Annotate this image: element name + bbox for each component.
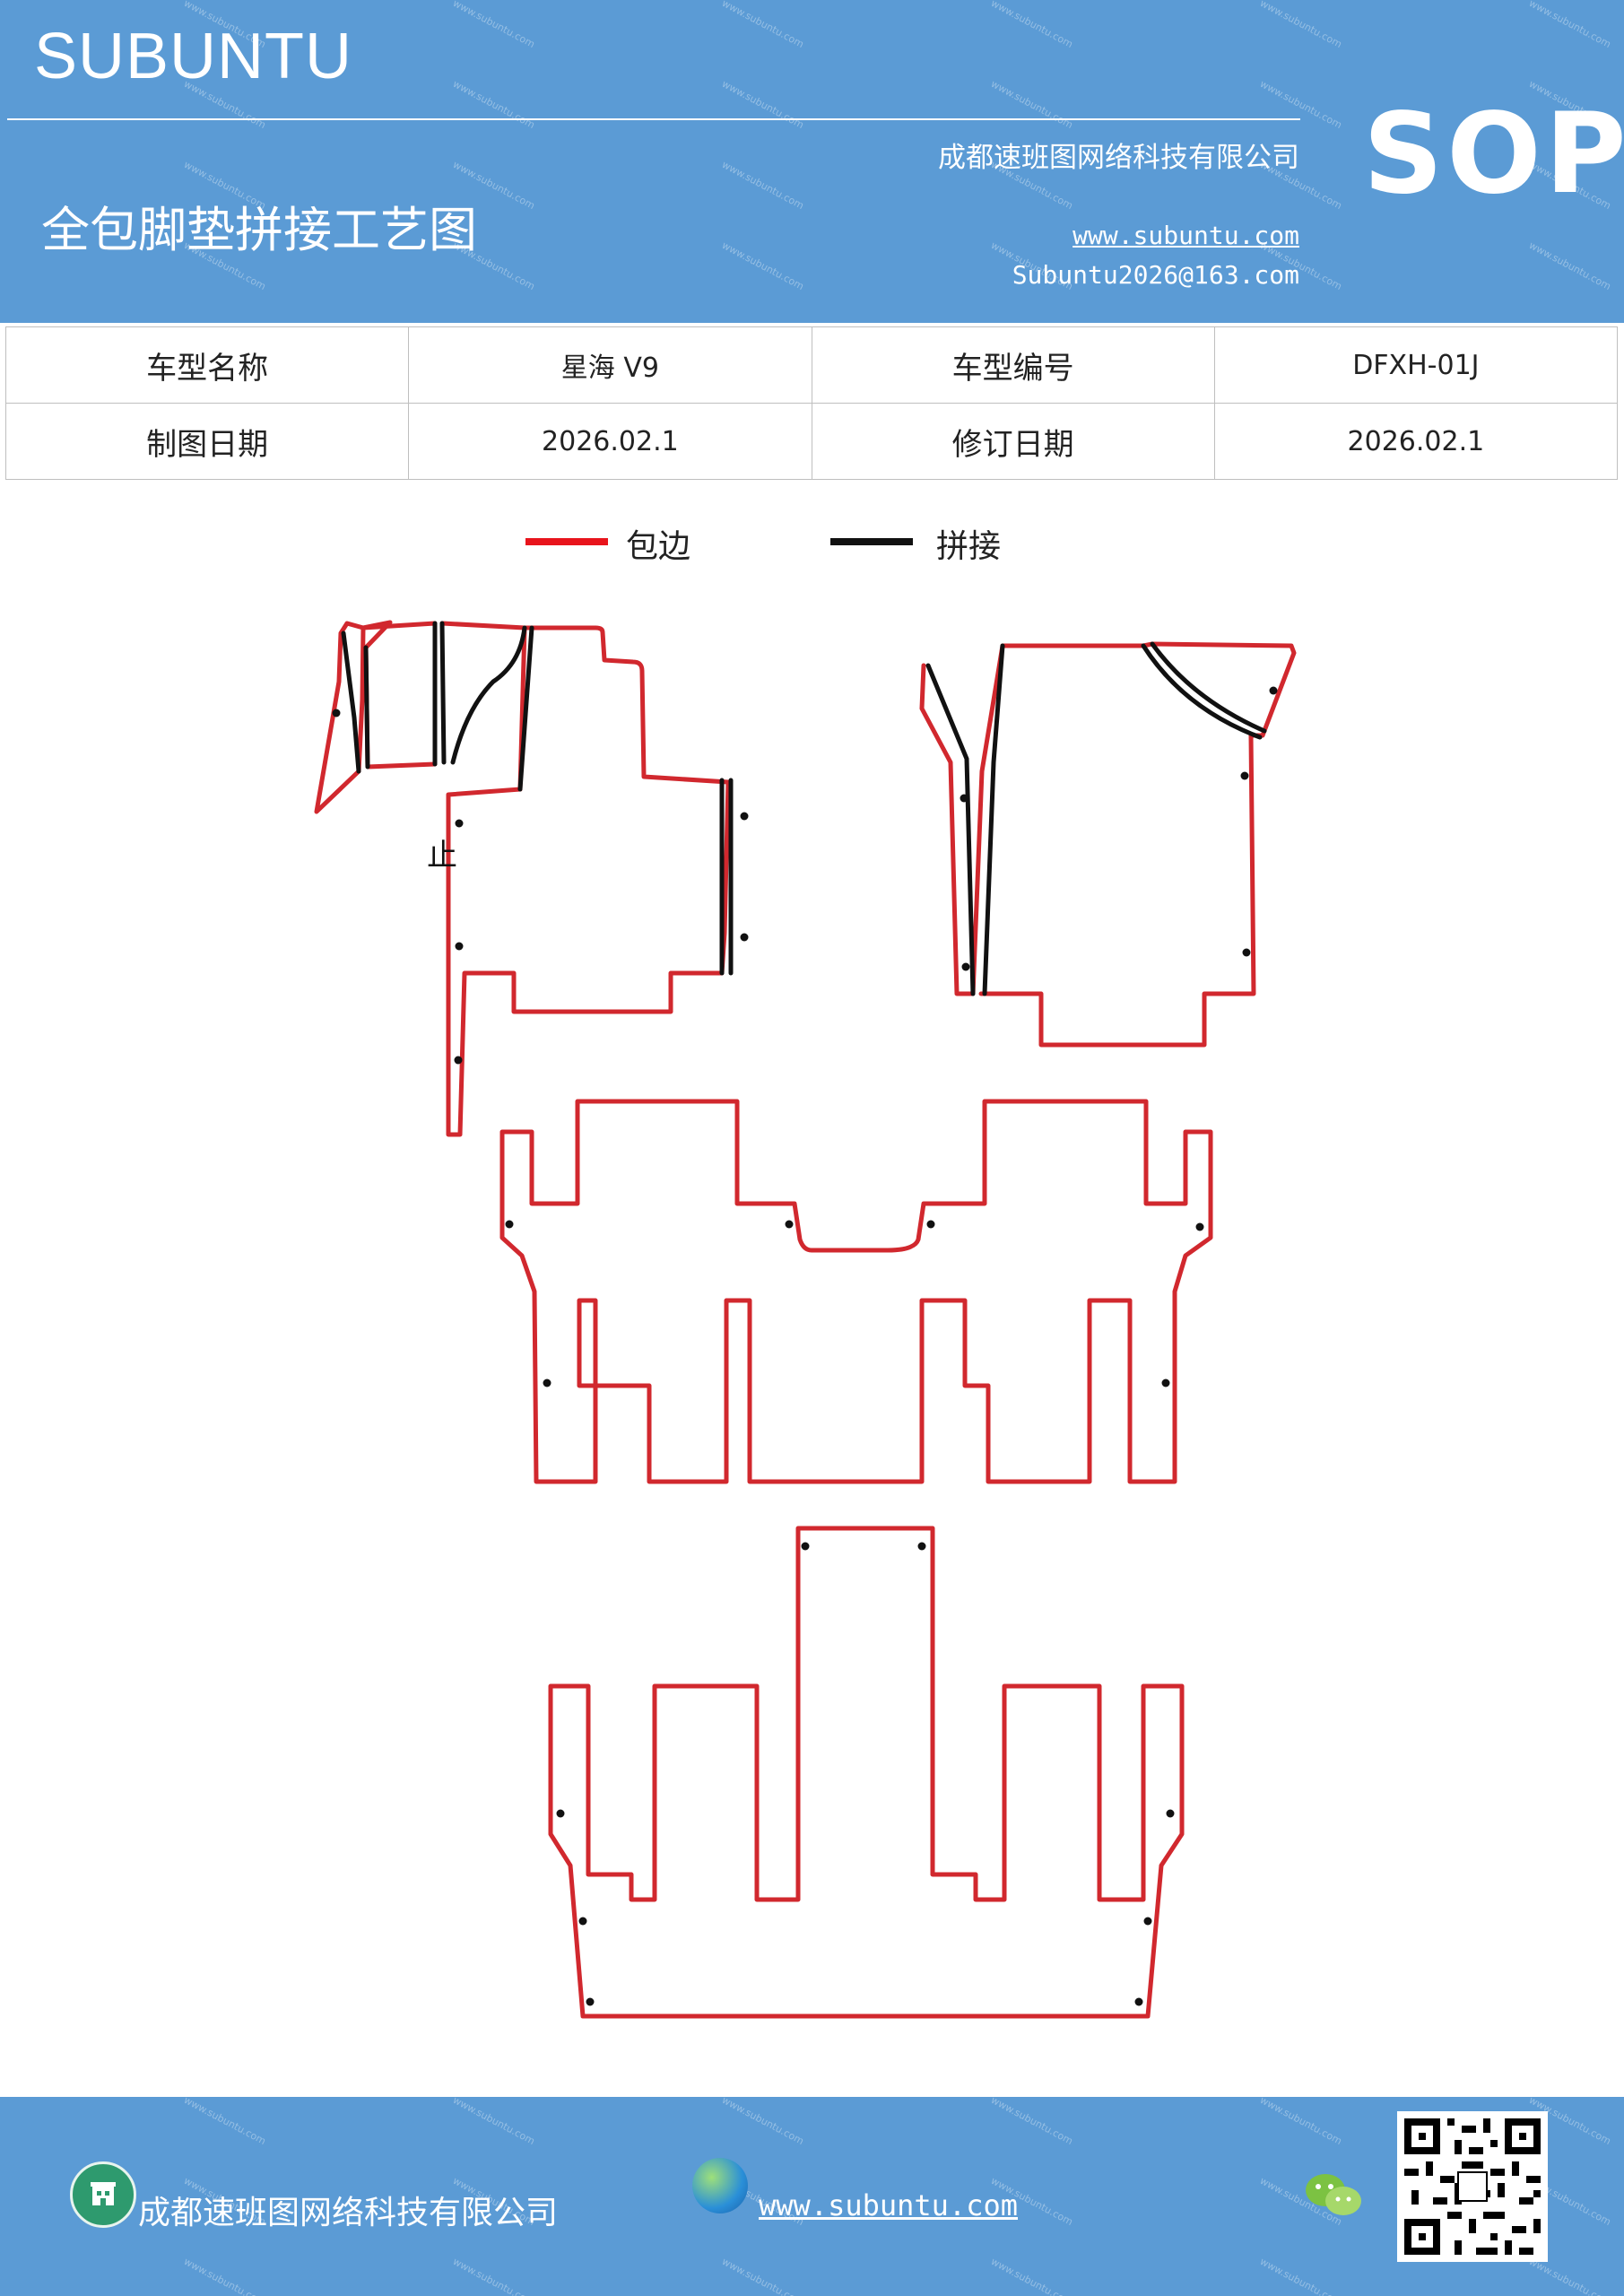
legend: 包边 拼接	[0, 520, 1624, 574]
table-cell: 修订日期	[811, 403, 1215, 480]
footer-banner: www.subuntu.com www.subuntu.com www.subunt…	[0, 2097, 1624, 2296]
seam-line	[1141, 643, 1263, 740]
clip-dot	[785, 1220, 794, 1229]
table-row: 车型名称 星海 V9 车型编号 DFXH-01J	[4, 326, 1619, 404]
clip-dot	[1269, 686, 1278, 695]
globe-icon	[692, 2158, 748, 2213]
watermark: www.subuntu.com	[181, 2255, 268, 2296]
seam-line	[925, 663, 976, 996]
clip-dot	[1166, 1809, 1175, 1818]
qr-code	[1397, 2111, 1548, 2262]
clip-dot	[543, 1378, 551, 1387]
clip-dot	[454, 1056, 463, 1065]
clip-dot	[1143, 1917, 1152, 1926]
seam-lines	[341, 621, 1267, 996]
sop-label: SOP	[1363, 90, 1624, 219]
legend-swatch-seam	[830, 538, 913, 545]
footer-company-name: 成都速班图网络科技有限公司	[138, 2195, 559, 2231]
floor-mat-diagram: 止	[314, 620, 1297, 2019]
legend-label-edge: 包边	[626, 528, 691, 565]
clip-dot	[961, 962, 970, 971]
watermark: www.subuntu.com	[988, 2255, 1075, 2296]
seam-line	[450, 625, 527, 765]
watermark: www.subuntu.com	[988, 2097, 1075, 2148]
clip-dot	[578, 1917, 587, 1926]
watermark: www.subuntu.com	[450, 2255, 537, 2296]
clip-dot	[801, 1542, 810, 1551]
mat-piece-front-left	[314, 620, 731, 1137]
seam-line	[982, 643, 1005, 996]
header-company-name: 成都速班图网络科技有限公司	[938, 142, 1299, 174]
table-cell: 车型名称	[4, 326, 410, 404]
mat-piece-third-row	[548, 1526, 1185, 2019]
clip-dot	[556, 1809, 565, 1818]
legend-label-seam: 拼接	[936, 528, 1002, 565]
clip-dot	[455, 819, 464, 828]
clip-dots	[332, 686, 1278, 2006]
header-email: Subuntu2026@163.com	[1012, 260, 1299, 290]
clip-dot	[332, 709, 341, 718]
building-icon	[70, 2161, 136, 2228]
watermark: www.subuntu.com	[181, 2097, 268, 2148]
mat-piece-second-row	[499, 1099, 1213, 1484]
watermark: www.subuntu.com	[988, 0, 1075, 51]
clip-dot	[740, 812, 749, 821]
watermark: www.subuntu.com	[1526, 0, 1613, 51]
watermark: www.subuntu.com	[1257, 2255, 1344, 2296]
clip-dot	[1240, 771, 1249, 780]
table-row: 制图日期 2026.02.1 修订日期 2026.02.1	[4, 403, 1619, 480]
clip-dot	[1195, 1222, 1204, 1231]
watermark: www.subuntu.com	[719, 239, 806, 293]
watermark: www.subuntu.com	[450, 77, 537, 132]
clip-dot	[917, 1542, 926, 1551]
clip-dot	[960, 794, 968, 803]
watermark: www.subuntu.com	[719, 77, 806, 132]
clip-dot	[926, 1220, 935, 1229]
table-cell: 制图日期	[4, 403, 410, 480]
watermark: www.subuntu.com	[719, 158, 806, 213]
brand-logo-text: SUBUNTU	[34, 21, 353, 92]
wechat-icon[interactable]	[1302, 2169, 1365, 2222]
seam-line	[517, 625, 534, 792]
watermark: www.subuntu.com	[450, 0, 537, 51]
watermark: www.subuntu.com	[988, 77, 1075, 132]
watermark: www.subuntu.com	[1257, 77, 1344, 132]
page-title: 全包脚垫拼接工艺图	[41, 202, 477, 258]
seam-line	[439, 621, 447, 765]
watermark: www.subuntu.com	[719, 0, 806, 51]
clip-dot	[740, 933, 749, 942]
table-cell: 2026.02.1	[408, 403, 812, 480]
mat-piece-front-right	[919, 641, 1297, 1048]
edge-outlines	[314, 620, 1297, 2019]
clip-dot	[586, 1997, 595, 2006]
table-cell: 车型编号	[811, 326, 1215, 404]
clip-dot	[1242, 948, 1251, 957]
watermark: www.subuntu.com	[719, 2097, 806, 2148]
table-cell: 2026.02.1	[1213, 403, 1619, 480]
seam-line	[363, 645, 370, 770]
wechat-icon-glyph	[1306, 2174, 1361, 2215]
table-cell: DFXH-01J	[1213, 326, 1619, 404]
watermark: www.subuntu.com	[1257, 0, 1344, 51]
clip-dot	[505, 1220, 514, 1229]
stop-mark: 止	[427, 838, 457, 874]
watermark: www.subuntu.com	[719, 2255, 806, 2296]
watermark: www.subuntu.com	[1257, 2097, 1344, 2148]
legend-swatch-edge	[525, 538, 608, 545]
qr-code-pattern	[1397, 2111, 1548, 2262]
seam-line	[1150, 641, 1267, 734]
watermark: www.subuntu.com	[1526, 239, 1613, 293]
clip-dot	[455, 942, 464, 951]
footer-website-link[interactable]: www.subuntu.com	[759, 2188, 1018, 2222]
seam-line	[341, 631, 361, 774]
table-cell: 星海 V9	[408, 326, 812, 404]
info-table: 车型名称 星海 V9 车型编号 DFXH-01J 制图日期 2026.02.1 …	[4, 326, 1619, 480]
header-website-link[interactable]: www.subuntu.com	[1073, 221, 1299, 250]
clip-dot	[1134, 1997, 1143, 2006]
header-divider	[7, 118, 1300, 120]
header-banner: www.subuntu.com www.subuntu.com www.subunt…	[0, 0, 1624, 323]
watermark: www.subuntu.com	[450, 2097, 537, 2148]
clip-dot	[1161, 1378, 1170, 1387]
building-icon-glyph	[91, 2182, 116, 2205]
